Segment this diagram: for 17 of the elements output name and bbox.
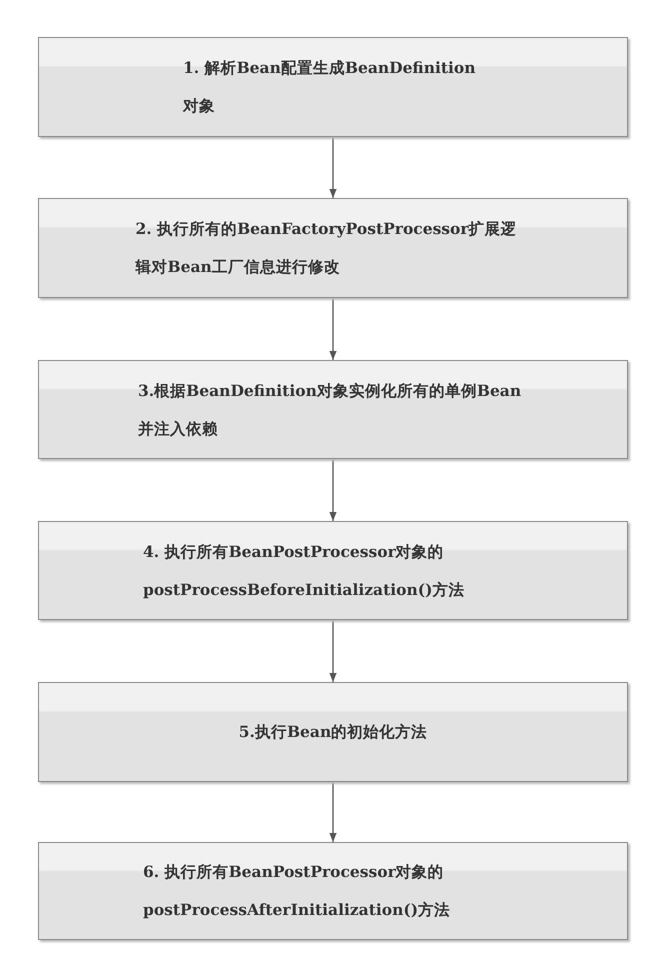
- step-text: 3.根据BeanDefinition对象实例化所有的单例Bean并注入依赖: [138, 380, 522, 440]
- arrow: [329, 782, 337, 842]
- arrow: [329, 620, 337, 682]
- step-text: 4. 执行所有BeanPostProcessor对象的postProcessBeforeInitialization()方法: [143, 540, 466, 600]
- step-text: 6. 执行所有BeanPostProcessor对象的postProcessAfterInitialization()方法: [143, 861, 452, 921]
- process-box: [38, 360, 628, 459]
- arrow: [329, 459, 337, 521]
- process-box: [38, 842, 628, 940]
- step-text: 5.执行Bean的初始化方法: [238, 721, 428, 743]
- process-box: [38, 37, 628, 137]
- step-text: 1. 解析Bean配置生成BeanDefinition对象: [183, 57, 477, 117]
- arrow: [329, 298, 337, 360]
- process-box: [38, 521, 628, 620]
- step-text: 2. 执行所有的BeanFactoryPostProcessor扩展逻辑对Bean工厂信息进行修改: [136, 218, 518, 278]
- process-box: [38, 198, 628, 298]
- process-box: [38, 682, 628, 782]
- arrow: [329, 137, 337, 198]
